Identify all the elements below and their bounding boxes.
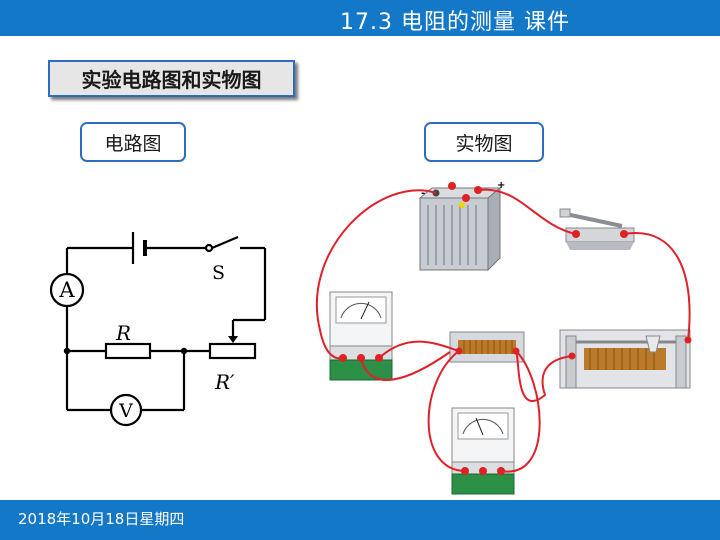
circuit-diagram-label: 电路图 (80, 122, 186, 162)
junction-dot-left (63, 347, 71, 355)
resistor-coil (449, 331, 525, 363)
resistor-label: R (115, 321, 131, 345)
knife-switch (559, 208, 635, 250)
rheostat-label: R′ (214, 370, 235, 394)
footer-bar: 2018年10月18日星期四 (0, 500, 720, 540)
battery-pack: - + (418, 180, 505, 272)
switch-label: S (212, 262, 225, 284)
voltmeter-label: V (118, 400, 133, 422)
ammeter-label: A (58, 278, 75, 302)
svg-text:+: + (497, 180, 505, 191)
footer-date: 2018年10月18日星期四 (18, 510, 185, 528)
junction-dot-right (180, 347, 188, 355)
ammeter-device (329, 291, 393, 381)
rheostat-r-prime (208, 342, 257, 360)
voltmeter-symbol (109, 393, 143, 427)
header-bar: 17.3 电阻的测量 课件 (0, 0, 720, 36)
section-title: 实验电路图和实物图 (48, 60, 295, 97)
page-title: 17.3 电阻的测量 课件 (340, 10, 570, 35)
physical-diagram-label: 实物图 (424, 122, 544, 162)
ammeter-symbol (49, 272, 85, 308)
rheostat-device (559, 329, 692, 389)
voltmeter-device (451, 407, 515, 495)
connecting-wires (315, 188, 691, 473)
svg-text:-: - (421, 188, 425, 199)
rheostat-slider-arrow (228, 336, 238, 343)
switch-blade (211, 235, 239, 250)
